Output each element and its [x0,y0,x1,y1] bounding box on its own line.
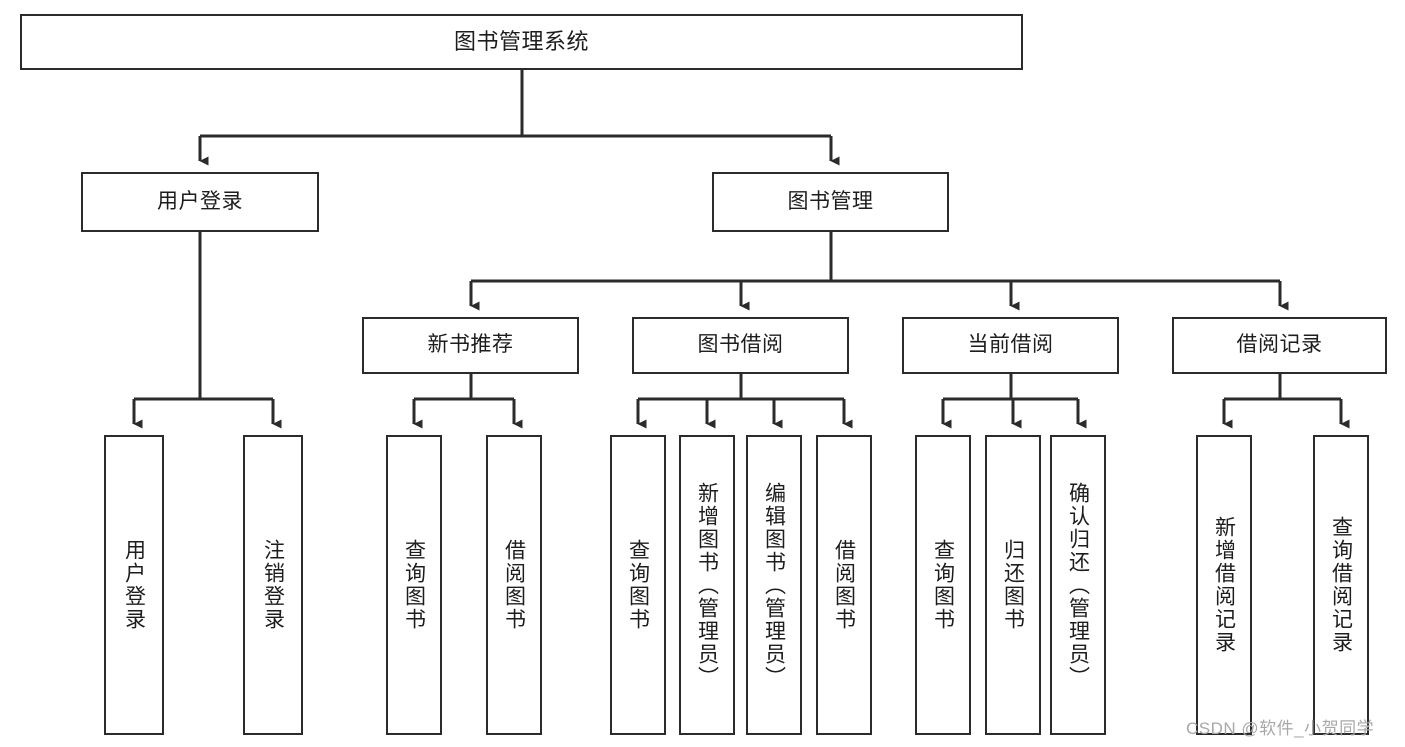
watermark-text: CSDN @软件_小贺同学 [1186,719,1375,738]
node-label: 查询图书 [402,539,426,631]
node-label: 借阅记录 [1236,333,1323,357]
node-c-query[interactable]: 查询图书 [915,435,971,735]
node-label: 图书管理系统 [453,29,589,55]
node-label: 图书借阅 [697,333,784,357]
node-newbook[interactable]: 新书推荐 [362,317,579,374]
node-label: 编辑图书（管理员） [762,481,786,689]
node-bookmgmt[interactable]: 图书管理 [712,172,949,232]
node-b-lend[interactable]: 借阅图书 [816,435,872,735]
node-c-confirm[interactable]: 确认归还（管理员） [1050,435,1106,735]
node-label: 新书推荐 [427,333,514,357]
node-label: 用户登录 [157,189,243,213]
node-login[interactable]: 用户登录 [81,172,319,232]
node-b-edit[interactable]: 编辑图书（管理员） [746,435,802,735]
node-l-logout[interactable]: 注销登录 [243,435,303,735]
node-r-add[interactable]: 新增借阅记录 [1196,435,1252,735]
node-label: 借阅图书 [832,539,856,631]
node-r-query[interactable]: 查询借阅记录 [1313,435,1369,735]
node-label: 当前借阅 [967,333,1054,357]
node-label: 查询图书 [931,539,955,631]
node-label: 查询借阅记录 [1329,516,1353,654]
node-label: 图书管理 [787,189,874,213]
node-label: 确认归还（管理员） [1066,481,1090,689]
node-label: 借阅图书 [502,539,526,631]
node-b-add[interactable]: 新增图书（管理员） [679,435,735,735]
node-label: 新增借阅记录 [1212,516,1236,654]
node-current[interactable]: 当前借阅 [902,317,1119,374]
node-label: 查询图书 [626,539,650,631]
node-b-query[interactable]: 查询图书 [610,435,666,735]
node-n-query[interactable]: 查询图书 [386,435,442,735]
node-label: 注销登录 [261,539,285,631]
node-root[interactable]: 图书管理系统 [20,14,1023,70]
node-label: 用户登录 [122,539,146,631]
node-records[interactable]: 借阅记录 [1172,317,1387,374]
node-c-return[interactable]: 归还图书 [985,435,1041,735]
node-n-borrow[interactable]: 借阅图书 [486,435,542,735]
node-label: 归还图书 [1001,539,1025,631]
node-label: 新增图书（管理员） [695,481,719,689]
node-borrow[interactable]: 图书借阅 [632,317,849,374]
node-l-login[interactable]: 用户登录 [104,435,164,735]
